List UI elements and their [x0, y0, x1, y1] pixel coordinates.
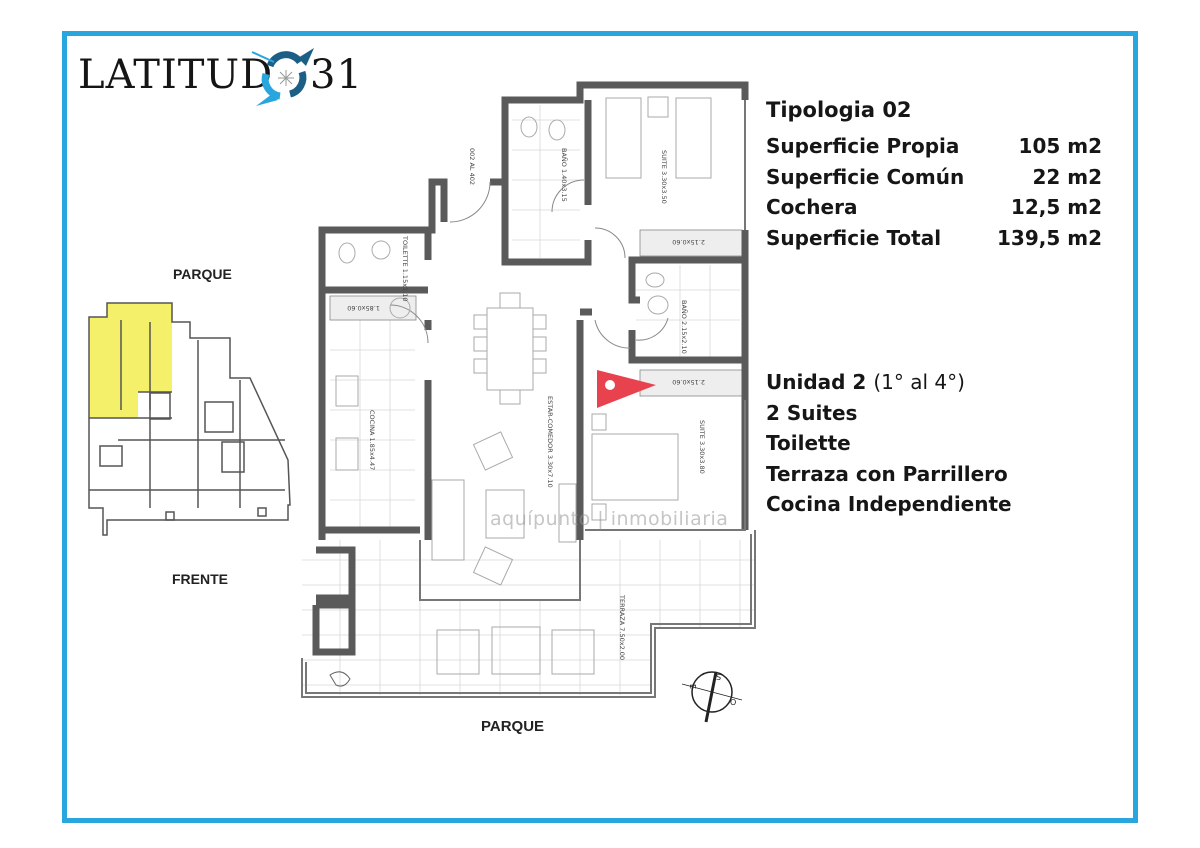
- compass-rose-icon: S O E: [681, 671, 743, 723]
- label-terrace: TERRAZA 7.50x2.00: [618, 594, 626, 660]
- spec-label: Cochera: [766, 195, 858, 219]
- label-closet2: 1.85x0.60: [347, 304, 380, 312]
- spec-label: Superficie Común: [766, 164, 965, 189]
- spec-row: Superficie Común 22 m2: [766, 165, 1102, 196]
- floor-tiles: [302, 105, 755, 695]
- label-unit-range: 002 AL 402: [468, 148, 476, 185]
- furniture: [329, 96, 712, 687]
- unit-name: Unidad 2: [766, 370, 867, 394]
- site-plan-outline: [88, 302, 291, 536]
- walls: [312, 81, 749, 656]
- feature-item: 2 Suites: [766, 400, 858, 425]
- site-plan-highlight: [89, 303, 172, 418]
- logo-brand: LATITUD: [78, 52, 274, 98]
- site-plan-bottom-label: FRENTE: [172, 571, 228, 587]
- compass-e: E: [688, 684, 697, 689]
- spec-row: Superficie Total 139,5 m2: [766, 226, 1102, 257]
- doors: [389, 179, 669, 349]
- spec-label: Superficie Propia: [766, 134, 960, 158]
- unit-floors: (1° al 4°): [873, 370, 965, 394]
- location-marker-icon: [597, 370, 656, 408]
- spec-value: 139,5 m2: [997, 225, 1102, 250]
- typology-title: Tipologia 02: [766, 98, 912, 122]
- floor-plan-bottom-label: PARQUE: [481, 718, 545, 735]
- label-suite1: SUITE 3.30x3.50: [660, 150, 668, 204]
- spec-value: 105 m2: [1018, 134, 1102, 158]
- logo-number: 31: [310, 52, 363, 98]
- room-labels: BAÑO 1.40x3.15 SUITE 3.30x3.50 TOILETTE …: [347, 148, 706, 660]
- feature-item: Cocina Independiente: [766, 492, 1012, 516]
- compass-logo-icon: [251, 48, 314, 106]
- spec-row: Cochera 12,5 m2: [766, 195, 1102, 226]
- spec-label: Superficie Total: [766, 225, 942, 250]
- compass-o: O: [730, 698, 736, 707]
- label-kitchen: COCINA 1.85x4.47: [368, 410, 376, 470]
- thin-walls: [301, 100, 756, 698]
- label-bath2: BAÑO 2.15x2.10: [680, 300, 689, 354]
- feature-item: Toilette: [766, 431, 851, 455]
- closets: [329, 229, 743, 397]
- feature-item: Terraza con Parrillero: [766, 461, 1008, 486]
- features-list: Unidad 2 (1° al 4°) 2 Suites Toilette Te…: [766, 367, 1012, 520]
- spec-value: 22 m2: [1032, 164, 1102, 189]
- label-living: ESTAR-COMEDOR 3.30x7.10: [546, 396, 554, 488]
- unit-line: Unidad 2 (1° al 4°): [766, 367, 1012, 398]
- spec-value: 12,5 m2: [1010, 195, 1102, 219]
- label-suite2: SUITE 3.30x3.80: [698, 420, 706, 474]
- label-closet1: 2.15x0.60: [672, 238, 705, 246]
- spec-row: Superficie Propia 105 m2: [766, 134, 1102, 165]
- label-bath1: BAÑO 1.40x3.15: [560, 148, 569, 202]
- label-toilette: TOILETTE 1.15x1.10: [401, 235, 409, 302]
- label-closet3: 2.15x0.60: [672, 378, 705, 386]
- specs-panel: Tipologia 02 Superficie Propia 105 m2 Sup…: [766, 98, 1102, 256]
- page-frame: [62, 31, 1138, 823]
- watermark: aquípunto | inmobiliaria: [490, 508, 729, 530]
- site-plan-top-label: PARQUE: [173, 266, 232, 282]
- compass-s: S: [716, 673, 721, 682]
